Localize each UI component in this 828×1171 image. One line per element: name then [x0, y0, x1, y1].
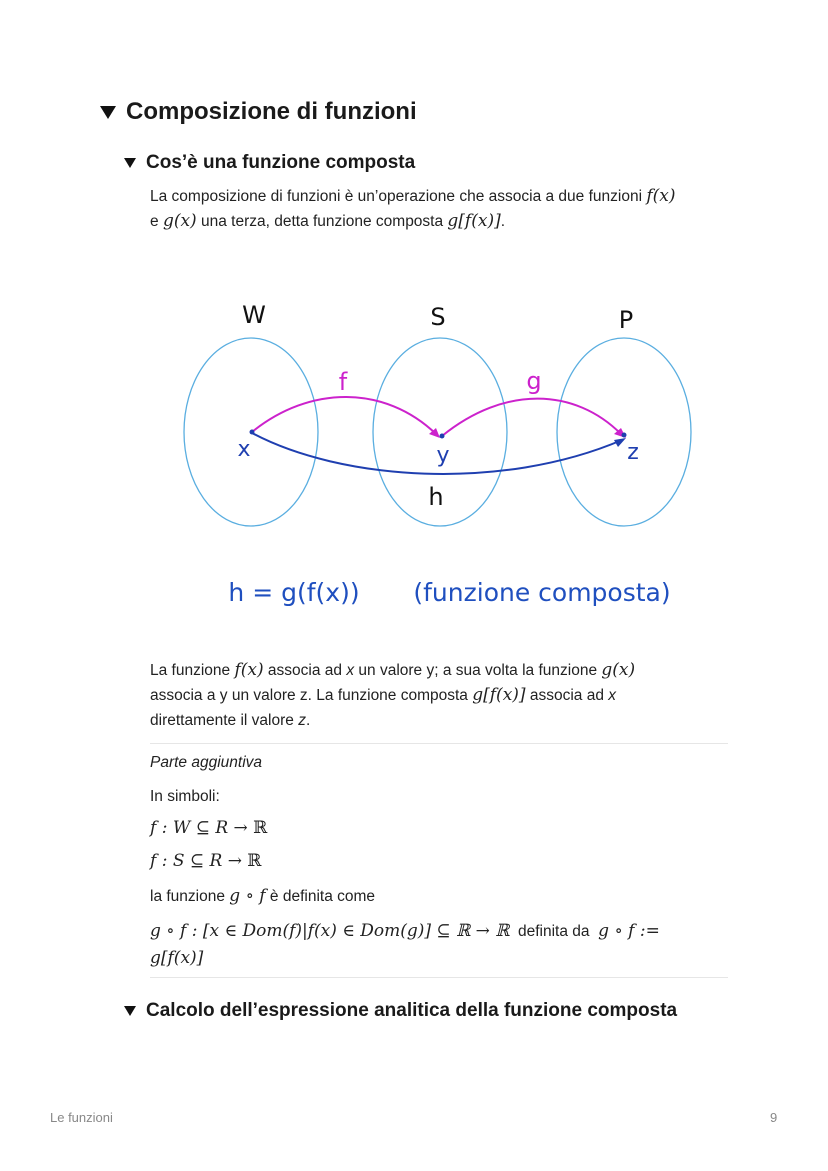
point-y-dot	[439, 433, 445, 439]
collapse-triangle-icon[interactable]	[100, 105, 116, 119]
set-w-ellipse	[183, 337, 319, 527]
point-x-label: x	[237, 437, 250, 462]
arrow-f	[251, 396, 437, 435]
formula-h: h = g(f(x))	[228, 578, 359, 607]
arrow-g-label: g	[526, 367, 541, 395]
page-number: 9	[770, 1110, 778, 1125]
arrow-g	[441, 397, 622, 437]
subsection-title: Cos’è una funzione composta	[146, 152, 416, 173]
formula-caption: (funzione composta)	[413, 578, 670, 607]
explanation-paragraph: La funzione f(x) associa ad x un valore …	[150, 660, 636, 729]
set-s-label: S	[430, 303, 445, 331]
point-z-dot	[621, 432, 627, 438]
arrow-h	[251, 432, 623, 475]
extra-title: Parte aggiuntiva	[150, 754, 263, 771]
composition-definition: g ∘ f : [x ∈ Dom(f)|f(x) ∈ Dom(g)] ⊆ ℝ →…	[150, 921, 660, 968]
arrow-f-label: f	[339, 368, 348, 396]
formula-f-s: f : S ⊆ R → ℝ	[150, 851, 262, 871]
collapse-triangle-icon[interactable]	[124, 158, 136, 168]
divider	[150, 743, 728, 744]
arrow-h-label: h	[428, 483, 443, 511]
set-s-ellipse	[372, 337, 508, 527]
in-simboli-label: In simboli:	[150, 788, 220, 805]
point-y-label: y	[436, 443, 449, 468]
section-heading[interactable]: Composizione di funzioni	[100, 98, 417, 126]
subsection-heading-calcolo[interactable]: Calcolo dell’espressione analitica della…	[124, 1000, 677, 1022]
set-p-ellipse	[556, 337, 692, 527]
collapse-triangle-icon[interactable]	[124, 1006, 136, 1016]
set-p-label: P	[619, 306, 633, 334]
subsection-title: Calcolo dell’espressione analitica della…	[146, 1000, 678, 1021]
arrow-h-head	[614, 438, 626, 447]
subsection-heading-funzione-composta[interactable]: Cos’è una funzione composta	[124, 152, 415, 174]
composition-diagram: W S P f g h x y z h = g(f(x)) (funzione …	[183, 301, 692, 607]
formula-f-w: f : W ⊆ R → ℝ	[150, 818, 268, 838]
point-x-dot	[249, 429, 255, 435]
point-z-label: z	[627, 440, 639, 465]
intro-paragraph: La composizione di funzioni è un’operazi…	[150, 186, 676, 231]
composition-text: la funzione g ∘ f è definita come	[150, 886, 376, 906]
divider	[150, 977, 728, 978]
set-w-label: W	[242, 301, 266, 329]
footer-title: Le funzioni	[50, 1110, 113, 1125]
section-title: Composizione di funzioni	[126, 98, 417, 125]
arrow-f-head	[429, 428, 440, 438]
